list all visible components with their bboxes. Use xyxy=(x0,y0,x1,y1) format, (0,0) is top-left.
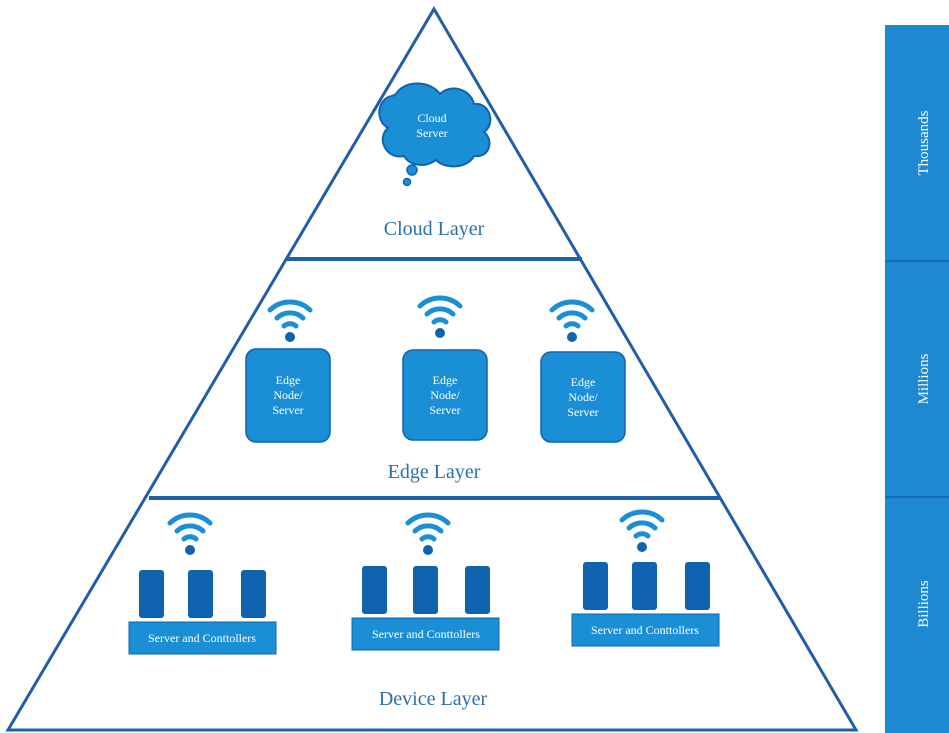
scale-segment-millions xyxy=(885,261,949,497)
scale-label-billions: Billions xyxy=(916,580,932,628)
edge-node: Edge Node/ Server xyxy=(540,302,626,443)
device-group: Server and Conttollers xyxy=(351,515,500,651)
edge-server-box xyxy=(245,348,331,443)
edge-node-line3: Server xyxy=(272,403,303,417)
device-unit xyxy=(583,562,608,610)
device-unit xyxy=(413,566,438,614)
edge-node-line1: Edge xyxy=(433,373,458,387)
device-group: Server and Conttollers xyxy=(128,515,277,655)
cloud-layer-title: Cloud Layer xyxy=(384,218,485,240)
scale-segment-billions xyxy=(885,497,949,733)
device-label-box xyxy=(571,613,720,647)
device-unit xyxy=(362,566,387,614)
cloud-icon xyxy=(378,82,492,187)
edge-node-line1: Edge xyxy=(571,375,596,389)
device-unit xyxy=(685,562,710,610)
edge-layer-title: Edge Layer xyxy=(388,461,481,483)
device-layer: Server and Conttollers Server and Contto… xyxy=(128,512,720,710)
cloud-server-label-line2: Server xyxy=(416,126,447,140)
device-layer-title: Device Layer xyxy=(379,688,488,710)
device-unit xyxy=(465,566,490,614)
device-group-label: Server and Conttollers xyxy=(372,627,480,641)
edge-node-line3: Server xyxy=(429,403,460,417)
scale-label-thousands: Thousands xyxy=(916,110,932,175)
edge-node-line2: Node/ xyxy=(430,388,460,402)
edge-layer: Edge Node/ Server Edge Node/ Server Edge… xyxy=(245,298,626,483)
scale-label-millions: Millions xyxy=(916,353,932,404)
device-unit xyxy=(188,570,213,618)
edge-node-line3: Server xyxy=(567,405,598,419)
edge-node-line1: Edge xyxy=(276,373,301,387)
device-label-box xyxy=(351,617,500,651)
edge-node-line2: Node/ xyxy=(273,388,303,402)
device-unit xyxy=(632,562,657,610)
cloud-server-label-line1: Cloud xyxy=(417,111,446,125)
edge-node: Edge Node/ Server xyxy=(402,298,488,441)
edge-node-line2: Node/ xyxy=(568,390,598,404)
device-label-box xyxy=(128,621,277,655)
device-group-label: Server and Conttollers xyxy=(148,631,256,645)
scale-segment-thousands xyxy=(885,25,949,261)
device-group-label: Server and Conttollers xyxy=(591,623,699,637)
edge-server-box xyxy=(402,349,488,441)
cloud-layer: Cloud Server Cloud Layer xyxy=(378,82,492,240)
device-unit xyxy=(241,570,266,618)
scale-bar: Thousands Millions Billions xyxy=(885,25,949,733)
device-group: Server and Conttollers xyxy=(571,512,720,647)
device-unit xyxy=(139,570,164,618)
edge-server-box xyxy=(540,351,626,443)
edge-node: Edge Node/ Server xyxy=(245,302,331,443)
